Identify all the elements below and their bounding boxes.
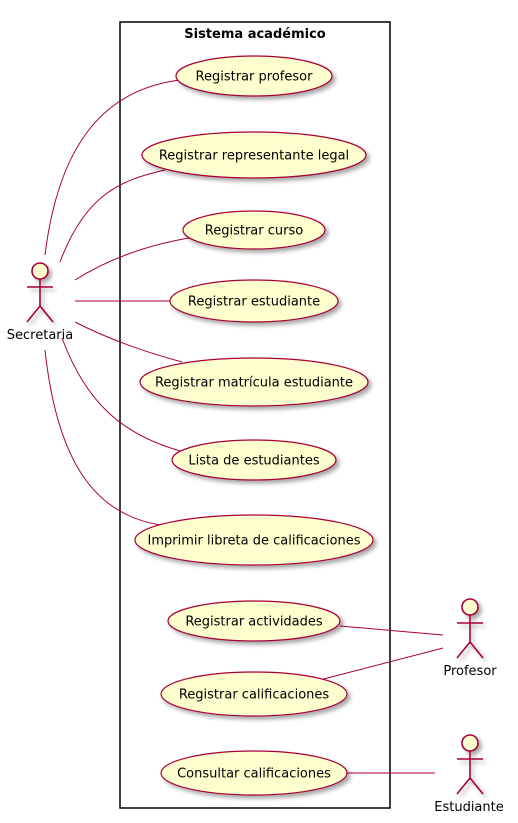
use-case-label: Lista de estudiantes — [188, 454, 319, 469]
use-case-registrar-curso: Registrar curso — [182, 210, 326, 250]
assoc-secretaria-registrar-curso — [74, 236, 196, 281]
system-title: Sistema académico — [184, 27, 326, 42]
use-case-registrar-calificaciones: Registrar calificaciones — [160, 671, 348, 717]
use-case-label: Registrar estudiante — [188, 295, 320, 310]
actor-label: Profesor — [443, 664, 497, 679]
use-case-label: Registrar actividades — [185, 615, 323, 630]
use-case-imprimir-libreta: Imprimir libreta de calificaciones — [134, 514, 374, 566]
actor-profesor: Profesor — [443, 598, 497, 679]
assoc-secretaria-registrar-representante — [59, 169, 166, 263]
actor-estudiante: Estudiante — [434, 734, 504, 815]
use-case-registrar-estudiante: Registrar estudiante — [169, 279, 339, 323]
use-case-registrar-actividades: Registrar actividades — [167, 600, 341, 642]
actor-label: Estudiante — [434, 800, 504, 815]
use-case-lista-estudiantes: Lista de estudiantes — [171, 439, 337, 481]
assoc-profesor-registrar-calificaciones — [311, 647, 444, 683]
actor-label: Secretaria — [7, 328, 73, 343]
use-case-registrar-matricula: Registrar matrícula estudiante — [139, 357, 369, 407]
use-case-label: Registrar matrícula estudiante — [155, 376, 353, 391]
use-case-label: Consultar calificaciones — [177, 767, 331, 782]
use-case-registrar-profesor: Registrar profesor — [175, 55, 333, 97]
use-case-registrar-representante: Registrar representante legal — [141, 131, 367, 179]
assoc-secretaria-lista-estudiantes — [61, 337, 185, 453]
system-boundary — [119, 21, 391, 809]
assoc-profesor-registrar-actividades — [339, 625, 444, 636]
actor-secretaria: Secretaria — [7, 262, 73, 343]
use-case-label: Imprimir libreta de calificaciones — [148, 534, 361, 549]
use-case-label: Registrar representante legal — [159, 149, 349, 164]
use-case-label: Registrar curso — [205, 224, 303, 239]
assoc-secretaria-registrar-profesor — [44, 79, 181, 256]
assoc-secretaria-registrar-matricula — [74, 321, 183, 363]
use-case-label: Registrar profesor — [196, 70, 314, 85]
use-case-consultar-calificaciones: Consultar calificaciones — [160, 750, 348, 796]
use-case-label: Registrar calificaciones — [179, 688, 330, 703]
assoc-secretaria-imprimir-libreta — [44, 349, 161, 526]
